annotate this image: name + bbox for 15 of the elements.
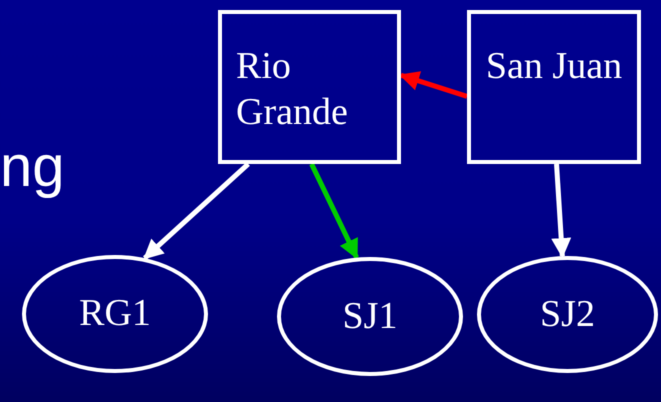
arrow: [309, 162, 359, 260]
process-box: [467, 10, 641, 164]
node-label: San Juan: [486, 44, 622, 89]
slide-text-fragment: ng: [0, 138, 65, 196]
arrow: [399, 71, 468, 99]
node-label: RG1: [79, 291, 151, 336]
node-label: SJ2: [540, 292, 595, 337]
process-box: [218, 10, 401, 164]
node-label: SJ1: [342, 294, 398, 339]
ellipse-node: [277, 257, 463, 376]
arrow: [143, 162, 250, 260]
ellipse-node: [22, 255, 208, 373]
arrow: [551, 164, 572, 258]
node-label: Rio Grande: [236, 44, 349, 135]
ellipse-node: [477, 256, 658, 373]
